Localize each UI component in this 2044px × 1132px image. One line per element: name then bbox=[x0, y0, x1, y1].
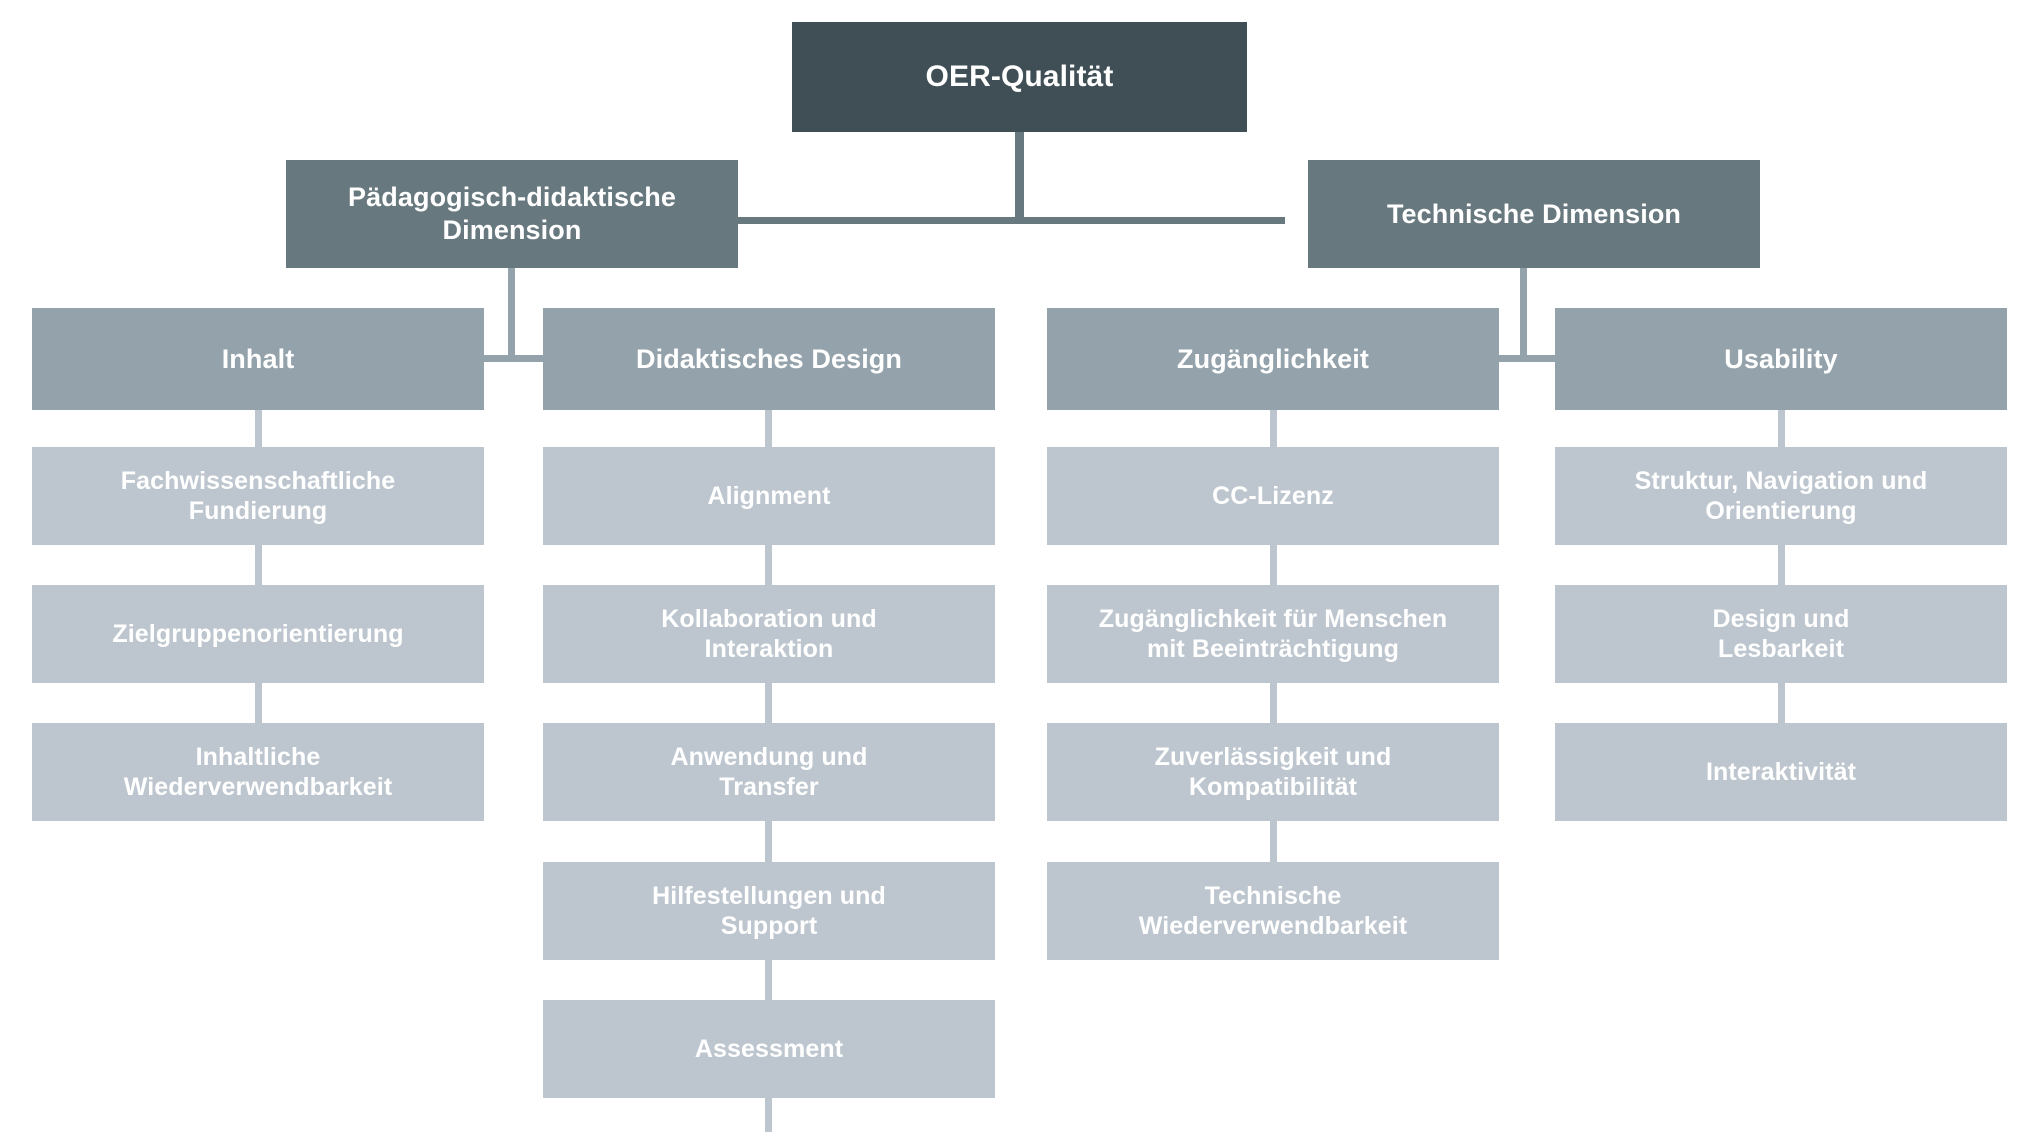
node-usability[interactable]: Usability bbox=[1555, 308, 2007, 410]
node-label: Struktur, Navigation und Orientierung bbox=[1634, 466, 1928, 526]
node-alignment[interactable]: Alignment bbox=[543, 447, 995, 545]
node-technische-dimension[interactable]: Technische Dimension bbox=[1308, 160, 1760, 268]
node-label: OER-Qualität bbox=[925, 59, 1114, 93]
node-fachwissenschaftliche-fundierung[interactable]: Fachwissenschaftliche Fundierung bbox=[32, 447, 484, 545]
node-design-und-lesbarkeit[interactable]: Design und Lesbarkeit bbox=[1555, 585, 2007, 683]
node-label: Assessment bbox=[694, 1034, 844, 1063]
node-label: Zugänglichkeit für Menschen mit Beeinträ… bbox=[1098, 604, 1448, 664]
node-inhaltliche-wiederverwendbarkeit[interactable]: Inhaltliche Wiederverwendbarkeit bbox=[32, 723, 484, 821]
node-label: Zielgruppenorientierung bbox=[112, 619, 404, 648]
node-technische-wiederverwendbarkeit[interactable]: Technische Wiederverwendbarkeit bbox=[1047, 862, 1499, 960]
node-label: Fachwissenschaftliche Fundierung bbox=[120, 466, 396, 526]
connector-paed-dimension-to-categories bbox=[508, 266, 515, 362]
connector-dimension-spine bbox=[725, 217, 1285, 224]
node-label: Inhaltliche Wiederverwendbarkeit bbox=[123, 742, 393, 802]
node-label: Usability bbox=[1724, 343, 1838, 374]
node-label: Pädagogisch-didaktische Dimension bbox=[348, 182, 676, 245]
node-interaktivitaet[interactable]: Interaktivität bbox=[1555, 723, 2007, 821]
node-struktur-navigation-und-orientierung[interactable]: Struktur, Navigation und Orientierung bbox=[1555, 447, 2007, 545]
node-inhalt[interactable]: Inhalt bbox=[32, 308, 484, 410]
node-label: Hilfestellungen und Support bbox=[652, 881, 886, 941]
node-zugaenglichkeit[interactable]: Zugänglichkeit bbox=[1047, 308, 1499, 410]
node-oer-qualitaet[interactable]: OER-Qualität bbox=[792, 22, 1247, 132]
node-label: Design und Lesbarkeit bbox=[1712, 604, 1850, 664]
node-label: Technische Wiederverwendbarkeit bbox=[1138, 881, 1408, 941]
node-didaktisches-design[interactable]: Didaktisches Design bbox=[543, 308, 995, 410]
node-label: Kollaboration und Interaktion bbox=[661, 604, 877, 664]
node-label: CC-Lizenz bbox=[1212, 481, 1334, 510]
node-assessment[interactable]: Assessment bbox=[543, 1000, 995, 1098]
node-label: Didaktisches Design bbox=[636, 343, 902, 374]
connector-root-to-spine bbox=[1015, 130, 1024, 222]
node-anwendung-und-transfer[interactable]: Anwendung und Transfer bbox=[543, 723, 995, 821]
node-label: Technische Dimension bbox=[1386, 198, 1682, 229]
connector-tech-dimension-to-categories bbox=[1520, 210, 1527, 362]
node-label: Zugänglichkeit bbox=[1177, 343, 1369, 374]
node-label: Alignment bbox=[707, 481, 831, 510]
node-cc-lizenz[interactable]: CC-Lizenz bbox=[1047, 447, 1499, 545]
node-label: Interaktivität bbox=[1705, 757, 1857, 786]
node-zugaenglichkeit-fuer-menschen-mit-beeintraechtigung[interactable]: Zugänglichkeit für Menschen mit Beeinträ… bbox=[1047, 585, 1499, 683]
node-hilfestellungen-und-support[interactable]: Hilfestellungen und Support bbox=[543, 862, 995, 960]
node-label: Zuverlässigkeit und Kompatibilität bbox=[1154, 742, 1392, 802]
node-zuverlaessigkeit-und-kompatibilitaet[interactable]: Zuverlässigkeit und Kompatibilität bbox=[1047, 723, 1499, 821]
node-kollaboration-und-interaktion[interactable]: Kollaboration und Interaktion bbox=[543, 585, 995, 683]
node-zielgruppenorientierung[interactable]: Zielgruppenorientierung bbox=[32, 585, 484, 683]
node-label: Inhalt bbox=[221, 343, 295, 374]
node-paedagogisch-didaktische-dimension[interactable]: Pädagogisch-didaktische Dimension bbox=[286, 160, 738, 268]
connector-paed-category-spine bbox=[484, 355, 544, 362]
connector-tech-category-spine bbox=[1496, 355, 1556, 362]
node-label: Anwendung und Transfer bbox=[670, 742, 868, 802]
